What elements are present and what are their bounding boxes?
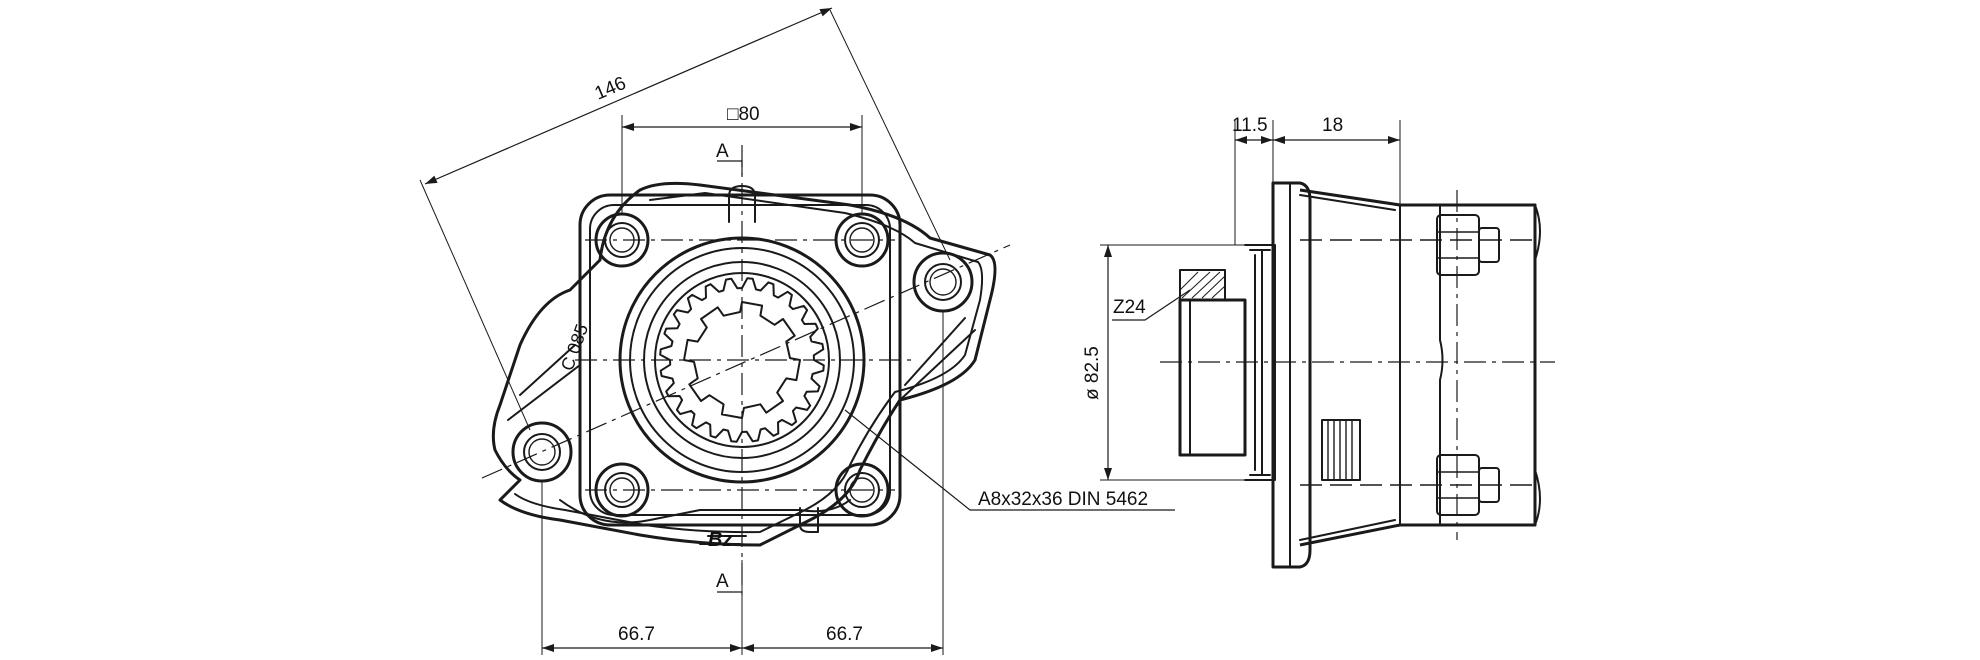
dim-flange-11-5: 11.5 bbox=[1232, 115, 1268, 136]
spline-spec: A8x32x36 DIN 5462 bbox=[978, 489, 1148, 510]
side-knurl bbox=[1321, 419, 1361, 481]
dim-left-66-7: 66.7 bbox=[618, 624, 655, 645]
side-dimensions: 11.5 18 ø 82.5 Z24 bbox=[1082, 115, 1401, 481]
side-break-line bbox=[1534, 204, 1541, 526]
side-view bbox=[1160, 181, 1555, 569]
side-mounting-flange bbox=[1400, 203, 1537, 527]
dim-line-146 bbox=[424, 7, 833, 185]
teeth-count: Z24 bbox=[1113, 297, 1146, 318]
flange-hole-left bbox=[511, 421, 573, 483]
bottom-key bbox=[799, 507, 819, 533]
nut-top bbox=[1436, 214, 1500, 276]
teeth-leader bbox=[1112, 289, 1191, 321]
svg-text:Bz: Bz bbox=[708, 529, 732, 551]
rib-right bbox=[899, 317, 976, 401]
side-flange-plate bbox=[1271, 181, 1312, 569]
spline-profile bbox=[683, 301, 801, 419]
bolt-hole-bottom-right bbox=[834, 462, 890, 518]
dim-146: 146 bbox=[592, 73, 629, 105]
flange-inner-outline bbox=[514, 192, 984, 534]
dim-hub-18: 18 bbox=[1322, 115, 1343, 136]
front-view: C 085 Bz bbox=[481, 145, 1011, 600]
front-dimensions: 146 □80 A A 66.7 66.7 A8x32x36 DIN 5462 bbox=[419, 7, 1175, 655]
bolt-hole-bottom-left bbox=[594, 462, 650, 518]
section-a-bottom: A bbox=[716, 571, 729, 592]
flange-outline bbox=[491, 181, 997, 547]
brand-logo: Bz bbox=[699, 529, 747, 551]
section-a-top: A bbox=[716, 141, 729, 162]
dim-square-80: □80 bbox=[727, 104, 760, 125]
spline-leader bbox=[844, 409, 1175, 511]
dim-right-66-7: 66.7 bbox=[826, 624, 863, 645]
side-gear bbox=[1179, 269, 1226, 301]
flange-hole-right bbox=[912, 251, 974, 313]
lower-housing bbox=[559, 499, 851, 524]
dim-diameter-82-5: ø 82.5 bbox=[1082, 346, 1103, 400]
centerline-diagonal bbox=[481, 244, 1011, 479]
flange-code: C 085 bbox=[557, 321, 592, 373]
rib-left bbox=[507, 344, 581, 421]
